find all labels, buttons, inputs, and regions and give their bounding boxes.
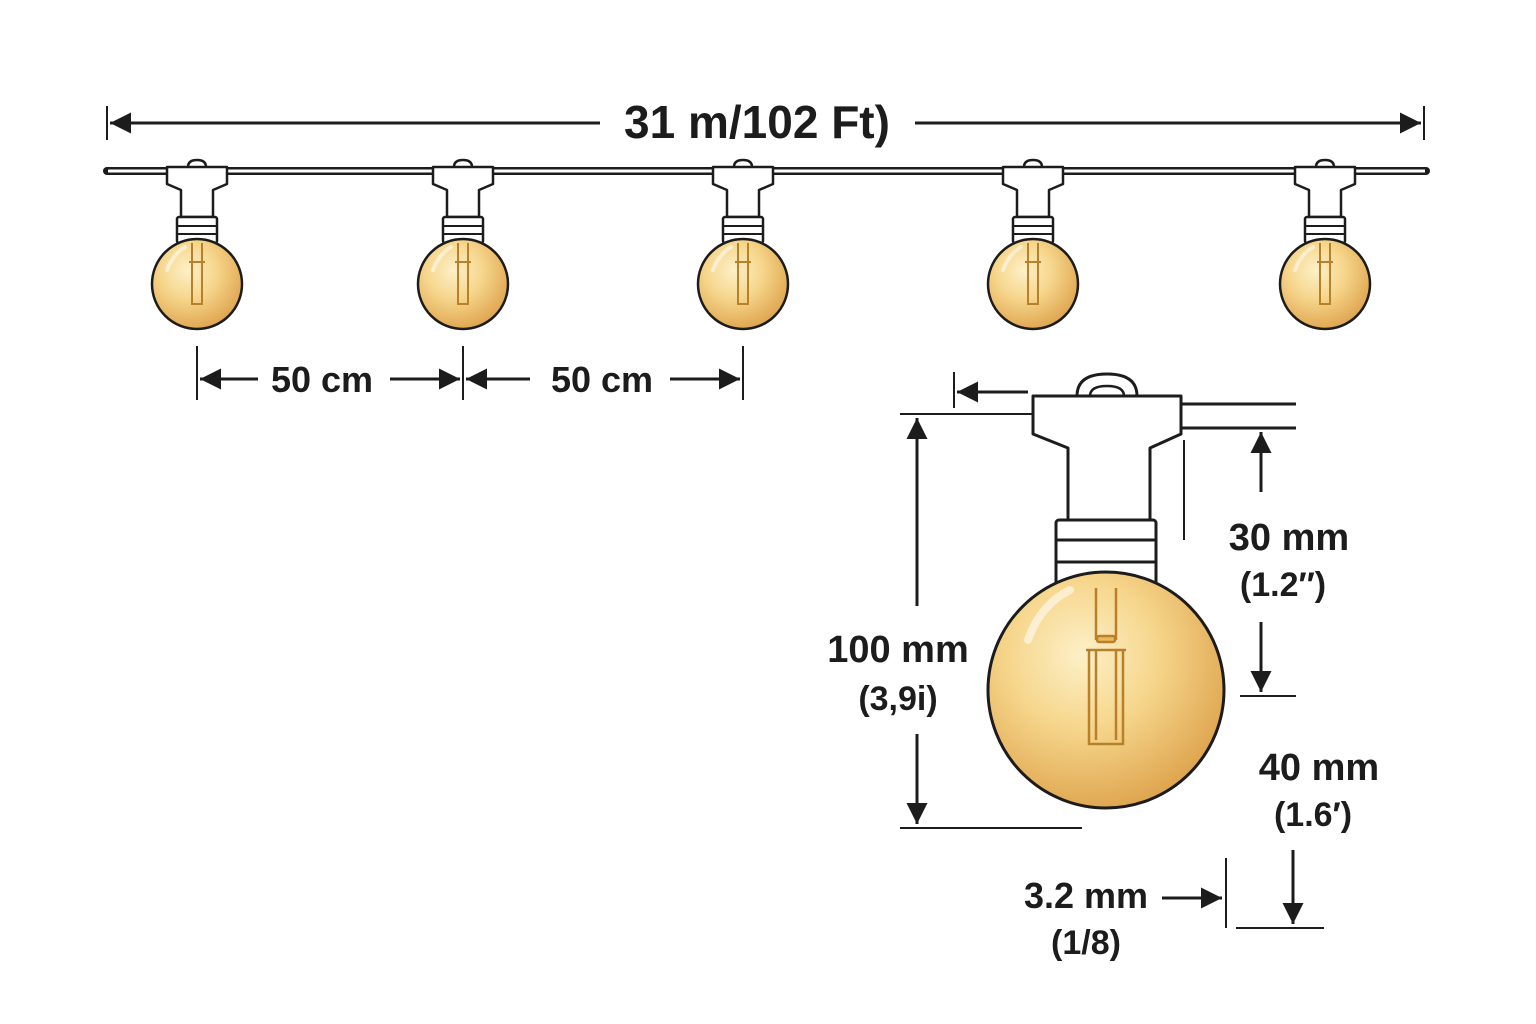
bulb-label: 40 mm [1259, 747, 1379, 789]
detail-filament [1086, 588, 1126, 746]
bulb-dimension: 40 mm (1.6′) [1236, 747, 1379, 929]
string-bulb [150, 158, 244, 331]
bulb-detail [986, 372, 1296, 810]
detail-wire [1180, 402, 1296, 430]
height-dimension: 100 mm (3,9i) [827, 413, 1082, 829]
total-length-dimension: 31 m/102 Ft) [106, 96, 1425, 148]
string-bulb [986, 158, 1080, 331]
height-label: 100 mm [827, 629, 969, 671]
wire-label: 3.2 mm [1024, 875, 1148, 916]
spacing-label-1: 50 cm [271, 359, 373, 400]
socket-label: 30 mm [1229, 517, 1349, 559]
spacing-label-2: 50 cm [551, 359, 653, 400]
socket-sublabel: (1.2″) [1240, 566, 1326, 604]
socket-offset-dimension [953, 372, 1028, 408]
socket-body [1031, 394, 1183, 522]
wire-dimension: 3.2 mm (1/8) [1024, 858, 1227, 962]
total-length-label: 31 m/102 Ft) [624, 96, 890, 148]
bulb-sublabel: (1.6′) [1274, 796, 1352, 834]
spacing-dimension-1: 50 cm [196, 346, 464, 400]
wire-sublabel: (1/8) [1051, 924, 1121, 962]
string-bulb [1278, 158, 1372, 331]
height-sublabel: (3,9i) [858, 680, 937, 718]
string-bulb [416, 158, 510, 331]
bulb-row [150, 158, 1372, 331]
spacing-dimension-2: 50 cm [466, 346, 744, 400]
string-bulb [696, 158, 790, 331]
detail-globe [986, 570, 1226, 810]
socket-dimension: 30 mm (1.2″) [1183, 427, 1349, 697]
